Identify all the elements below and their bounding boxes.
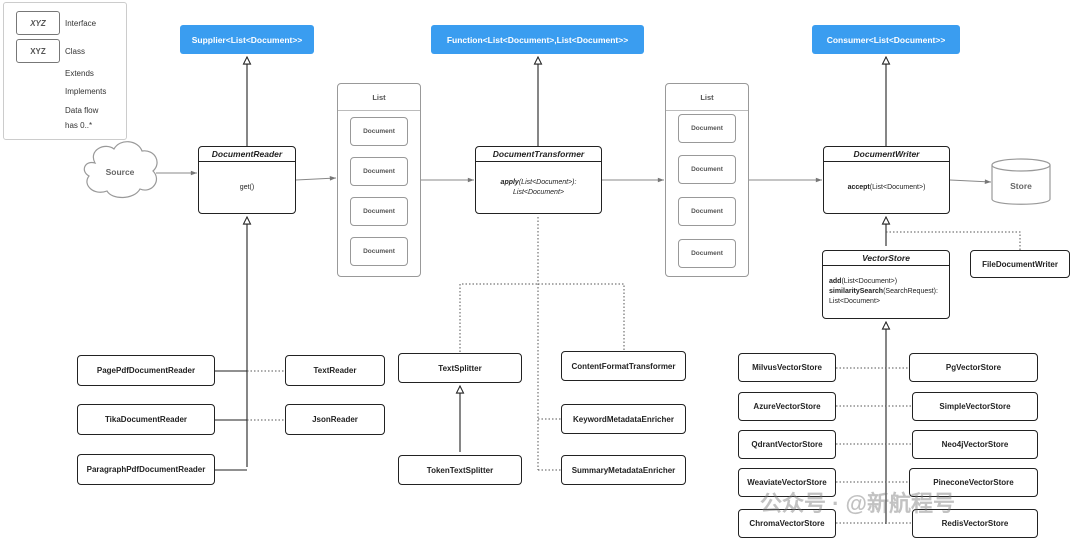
legend-interface-sample: XYZ	[16, 11, 60, 35]
source-label: Source	[105, 167, 135, 177]
list-1-document: Document	[350, 237, 408, 266]
paragraph-pdf-document-reader: ParagraphPdfDocumentReader	[77, 454, 215, 485]
document-reader-method: get()	[239, 183, 255, 191]
azure-vector-store: AzureVectorStore	[738, 392, 836, 421]
list-2-document: Document	[678, 114, 736, 143]
legend-dataflow-label: Data flow	[65, 106, 99, 115]
simple-vector-store: SimpleVectorStore	[912, 392, 1038, 421]
legend-has-label: has 0..*	[65, 121, 93, 130]
pg-vector-store: PgVectorStore	[909, 353, 1038, 382]
document-writer-class: DocumentWriter accept(List<Document>)	[823, 146, 950, 214]
list-1-document: Document	[350, 197, 408, 226]
document-transformer-title: DocumentTransformer	[476, 147, 601, 162]
source-cloud-shape	[83, 141, 158, 199]
qdrant-vector-store: QdrantVectorStore	[738, 430, 836, 459]
function-interface: Function<List<Document>,List<Document>>	[431, 25, 644, 54]
redis-vector-store: RedisVectorStore	[912, 509, 1038, 538]
document-writer-title: DocumentWriter	[824, 147, 949, 162]
consumer-interface: Consumer<List<Document>>	[812, 25, 960, 54]
list-1-title: List	[338, 84, 420, 111]
legend-interface-label: Interface	[65, 19, 97, 28]
token-text-splitter: TokenTextSplitter	[398, 455, 522, 485]
legend-implements-label: Implements	[65, 87, 107, 96]
legend-extends-label: Extends	[65, 69, 94, 78]
list-2-document: Document	[678, 197, 736, 226]
list-2-title: List	[666, 84, 748, 111]
store-cylinder-shape	[991, 158, 1051, 205]
keyword-metadata-enricher: KeywordMetadataEnricher	[561, 404, 686, 434]
vector-store-class: VectorStore add(List<Document>)similarit…	[822, 250, 950, 319]
legend-class-sample: XYZ	[16, 39, 60, 63]
vector-store-methods: add(List<Document>)similaritySearch(Sear…	[829, 278, 938, 305]
list-2-document: Document	[678, 239, 736, 268]
document-reader-title: DocumentReader	[199, 147, 295, 162]
weaviate-vector-store: WeaviateVectorStore	[738, 468, 836, 497]
list-1-document: Document	[350, 157, 408, 186]
page-pdf-document-reader: PagePdfDocumentReader	[77, 355, 215, 386]
document-transformer-class: DocumentTransformer apply(List<Document>…	[475, 146, 602, 214]
list-1-document: Document	[350, 117, 408, 146]
milvus-vector-store: MilvusVectorStore	[738, 353, 836, 382]
pinecone-vector-store: PineconeVectorStore	[909, 468, 1038, 497]
tika-document-reader: TikaDocumentReader	[77, 404, 215, 435]
store-label: Store	[1010, 181, 1032, 191]
supplier-interface: Supplier<List<Document>>	[180, 25, 314, 54]
document-transformer-method: apply(List<Document>):List<Document>	[500, 178, 577, 196]
legend: XYZ Interface XYZ Class Extends Implemen…	[3, 2, 127, 140]
summary-metadata-enricher: SummaryMetadataEnricher	[561, 455, 686, 485]
document-writer-method: accept(List<Document>)	[847, 183, 926, 191]
neo4j-vector-store: Neo4jVectorStore	[912, 430, 1038, 459]
list-container-2: List Document Document Document Document	[665, 83, 749, 277]
legend-class-label: Class	[65, 47, 86, 56]
chroma-vector-store: ChromaVectorStore	[738, 509, 836, 538]
list-2-document: Document	[678, 155, 736, 184]
list-container-1: List Document Document Document Document	[337, 83, 421, 277]
json-reader: JsonReader	[285, 404, 385, 435]
text-splitter: TextSplitter	[398, 353, 522, 383]
file-document-writer: FileDocumentWriter	[970, 250, 1070, 278]
vector-store-title: VectorStore	[823, 251, 949, 266]
document-reader-class: DocumentReader get()	[198, 146, 296, 214]
content-format-transformer: ContentFormatTransformer	[561, 351, 686, 381]
watermark-text: 公众号 · @新航程号	[760, 491, 956, 516]
text-reader: TextReader	[285, 355, 385, 386]
